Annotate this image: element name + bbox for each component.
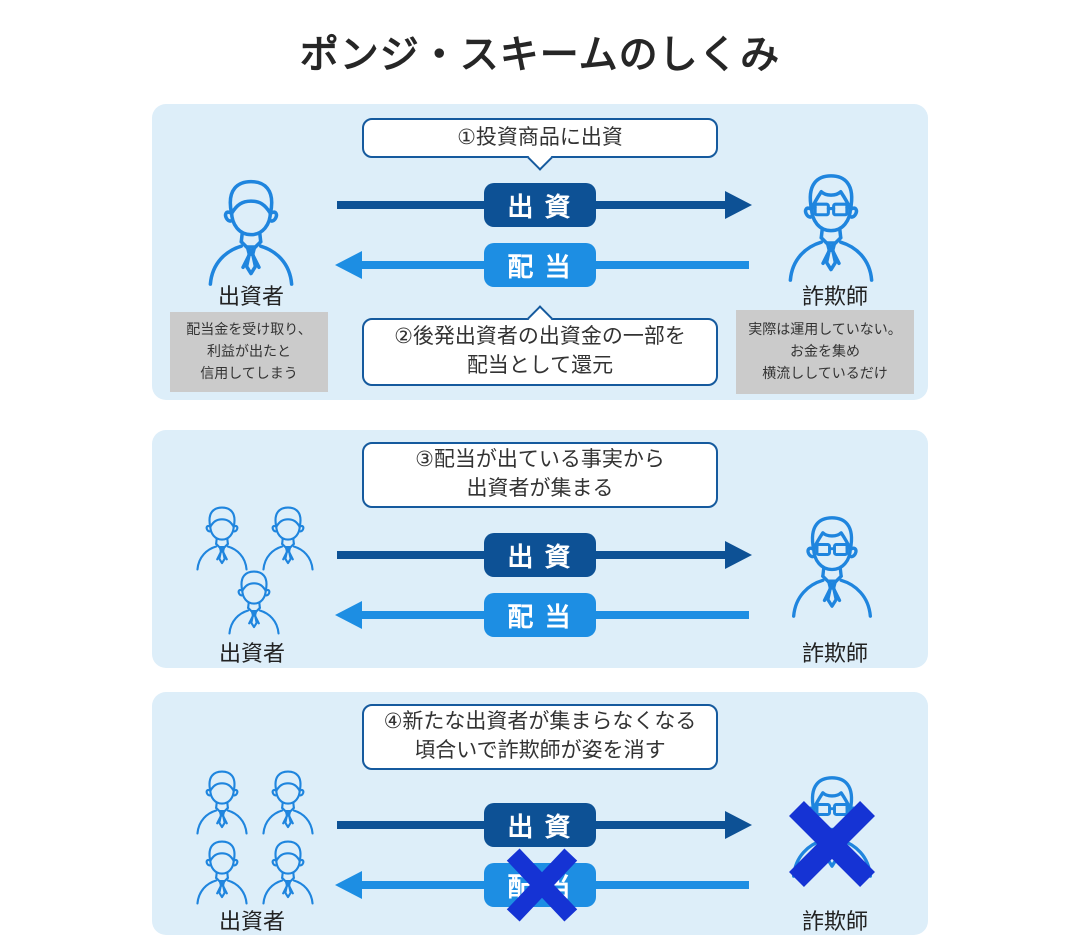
dividend-pill: 配 当 bbox=[484, 593, 596, 637]
invest-pill: 出 資 bbox=[484, 533, 596, 577]
invest-pill: 出 資 bbox=[484, 803, 596, 847]
fraudster-icon bbox=[782, 514, 882, 620]
investor-label: 出資者 bbox=[218, 641, 285, 666]
dividend-arrowhead-icon bbox=[335, 871, 362, 899]
investor-label: 出資者 bbox=[217, 284, 284, 309]
invest-arrowhead-icon bbox=[725, 191, 752, 219]
investor-icon bbox=[256, 504, 320, 572]
callout-step4-line2: 頃合いで詐欺師が姿を消す bbox=[414, 739, 666, 762]
fraudster-label: 詐欺師 bbox=[801, 641, 868, 666]
invest-pill: 出 資 bbox=[484, 183, 596, 227]
callout-step2: ②後発出資者の出資金の一部を 配当として還元 bbox=[362, 305, 718, 386]
panel-step-1-2: ①投資商品に出資 出 資 配 当 出資者 詐欺師 配当金を受け取り、 利益が出た… bbox=[152, 104, 928, 400]
callout-step3-line1: ③配当が出ている事実から bbox=[415, 448, 665, 472]
investor-icon bbox=[256, 768, 320, 836]
investor-icon bbox=[222, 568, 286, 636]
callout-step4-line1: ④新たな出資者が集まらなくなる bbox=[383, 710, 697, 734]
callout-step3-line2: 出資者が集まる bbox=[466, 477, 614, 500]
invest-arrowhead-icon bbox=[725, 541, 752, 569]
page-title: ポンジ・スキームのしくみ bbox=[299, 34, 781, 77]
note-investor-belief: 配当金を受け取り、 利益が出たと 信用してしまう bbox=[170, 312, 328, 392]
dividend-pill: 配 当 bbox=[484, 243, 596, 287]
callout-step4: ④新たな出資者が集まらなくなる 頃合いで詐欺師が姿を消す bbox=[362, 704, 718, 770]
cross-out-dividend-icon bbox=[506, 848, 578, 922]
callout-step1-text: ①投資商品に出資 bbox=[457, 125, 623, 149]
investor-icon bbox=[256, 838, 320, 906]
note-fraudster-truth: 実際は運用していない。 お金を集め 横流ししているだけ bbox=[736, 310, 914, 394]
callout-step2-line2: 配当として還元 bbox=[466, 354, 614, 377]
fraudster-label: 詐欺師 bbox=[801, 909, 868, 934]
dividend-arrowhead-icon bbox=[335, 251, 362, 279]
panel-step-3: ③配当が出ている事実から 出資者が集まる 出 資 配 当 出資者 詐欺師 bbox=[152, 430, 928, 668]
dividend-arrowhead-icon bbox=[335, 601, 362, 629]
investor-icon bbox=[190, 504, 254, 572]
cross-out-fraudster-icon bbox=[789, 801, 875, 887]
investor-icon bbox=[190, 838, 254, 906]
invest-arrowhead-icon bbox=[725, 811, 752, 839]
investor-label: 出資者 bbox=[218, 909, 285, 934]
investor-icon bbox=[190, 768, 254, 836]
fraudster-label: 詐欺師 bbox=[801, 284, 868, 309]
investor-icon bbox=[198, 176, 304, 288]
panel-step-4: ④新たな出資者が集まらなくなる 頃合いで詐欺師が姿を消す 出 資 配 当 出資者… bbox=[152, 692, 928, 935]
callout-step1: ①投資商品に出資 bbox=[362, 118, 718, 171]
callout-step2-line1: ②後発出資者の出資金の一部を bbox=[394, 325, 686, 349]
fraudster-icon bbox=[778, 172, 884, 284]
callout-step3: ③配当が出ている事実から 出資者が集まる bbox=[362, 442, 718, 508]
